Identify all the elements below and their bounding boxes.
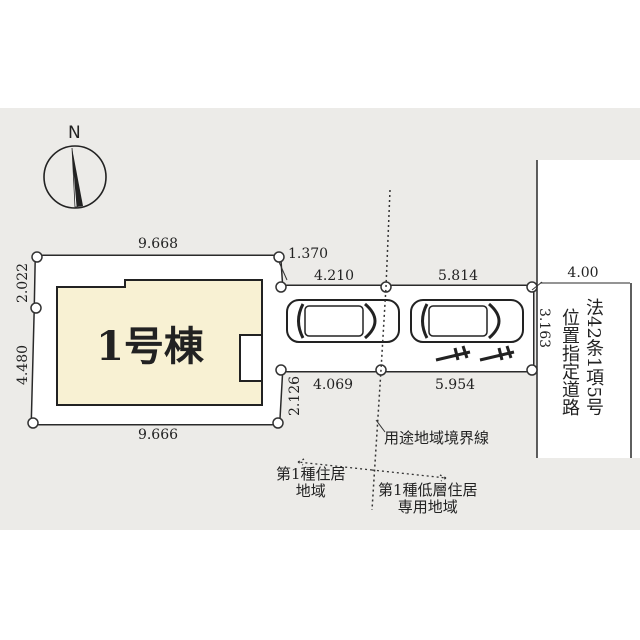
marker <box>275 281 287 293</box>
bicycle-icon <box>479 345 515 362</box>
building-label: 1号棟 <box>96 323 205 370</box>
car-icon <box>410 299 524 343</box>
zone-left-line2: 地域 <box>295 482 326 500</box>
compass-label: N <box>68 123 81 143</box>
dim-top: 9.668 <box>138 236 178 252</box>
boundary-markers <box>27 251 538 429</box>
zone-left-line1: 第1種住居 <box>276 465 346 483</box>
zone-arrow-right <box>371 469 447 482</box>
dim-notch: 1.370 <box>288 246 328 262</box>
road-area <box>537 160 640 458</box>
bicycle-icon <box>435 345 471 362</box>
zone-left-label: 第1種住居 地域 <box>276 466 346 500</box>
north-compass-icon: N <box>43 123 107 209</box>
zone-right-line2: 専用地域 <box>397 498 458 516</box>
marker <box>27 417 39 429</box>
building-1 <box>56 279 263 406</box>
road-type: 位置指定道路 <box>559 308 580 416</box>
zoning-boundary-line <box>371 189 391 511</box>
marker <box>275 364 287 376</box>
dim-drive-bottom-right: 5.954 <box>435 377 475 393</box>
dim-left-lower: 4.480 <box>15 345 31 385</box>
dim-lower-step: 2.126 <box>287 376 303 416</box>
dim-road-width: 4.00 <box>567 265 598 281</box>
marker <box>380 281 392 293</box>
marker <box>31 251 43 263</box>
marker <box>273 251 285 263</box>
car-icon <box>286 299 400 343</box>
dim-drive-depth: 3.163 <box>536 308 552 348</box>
marker <box>272 417 284 429</box>
marker <box>526 364 538 376</box>
dim-drive-top-left: 4.210 <box>314 268 354 284</box>
dim-bottom: 9.666 <box>138 427 178 443</box>
zone-right-line1: 第1種低層住居 <box>378 481 478 499</box>
leader-line <box>375 419 386 433</box>
dim-drive-bottom-left: 4.069 <box>313 377 353 393</box>
marker <box>30 302 42 314</box>
road-legal-basis: 法42条1項5号 <box>583 298 604 416</box>
zoning-boundary-label: 用途地域境界線 <box>384 429 490 447</box>
marker <box>526 281 538 293</box>
zone-arrow-left <box>297 458 373 471</box>
dim-drive-top-right: 5.814 <box>438 268 478 284</box>
zone-right-label: 第1種低層住居 専用地域 <box>378 482 478 516</box>
dim-left-upper: 2.022 <box>15 263 31 303</box>
entrance-porch <box>239 334 263 382</box>
